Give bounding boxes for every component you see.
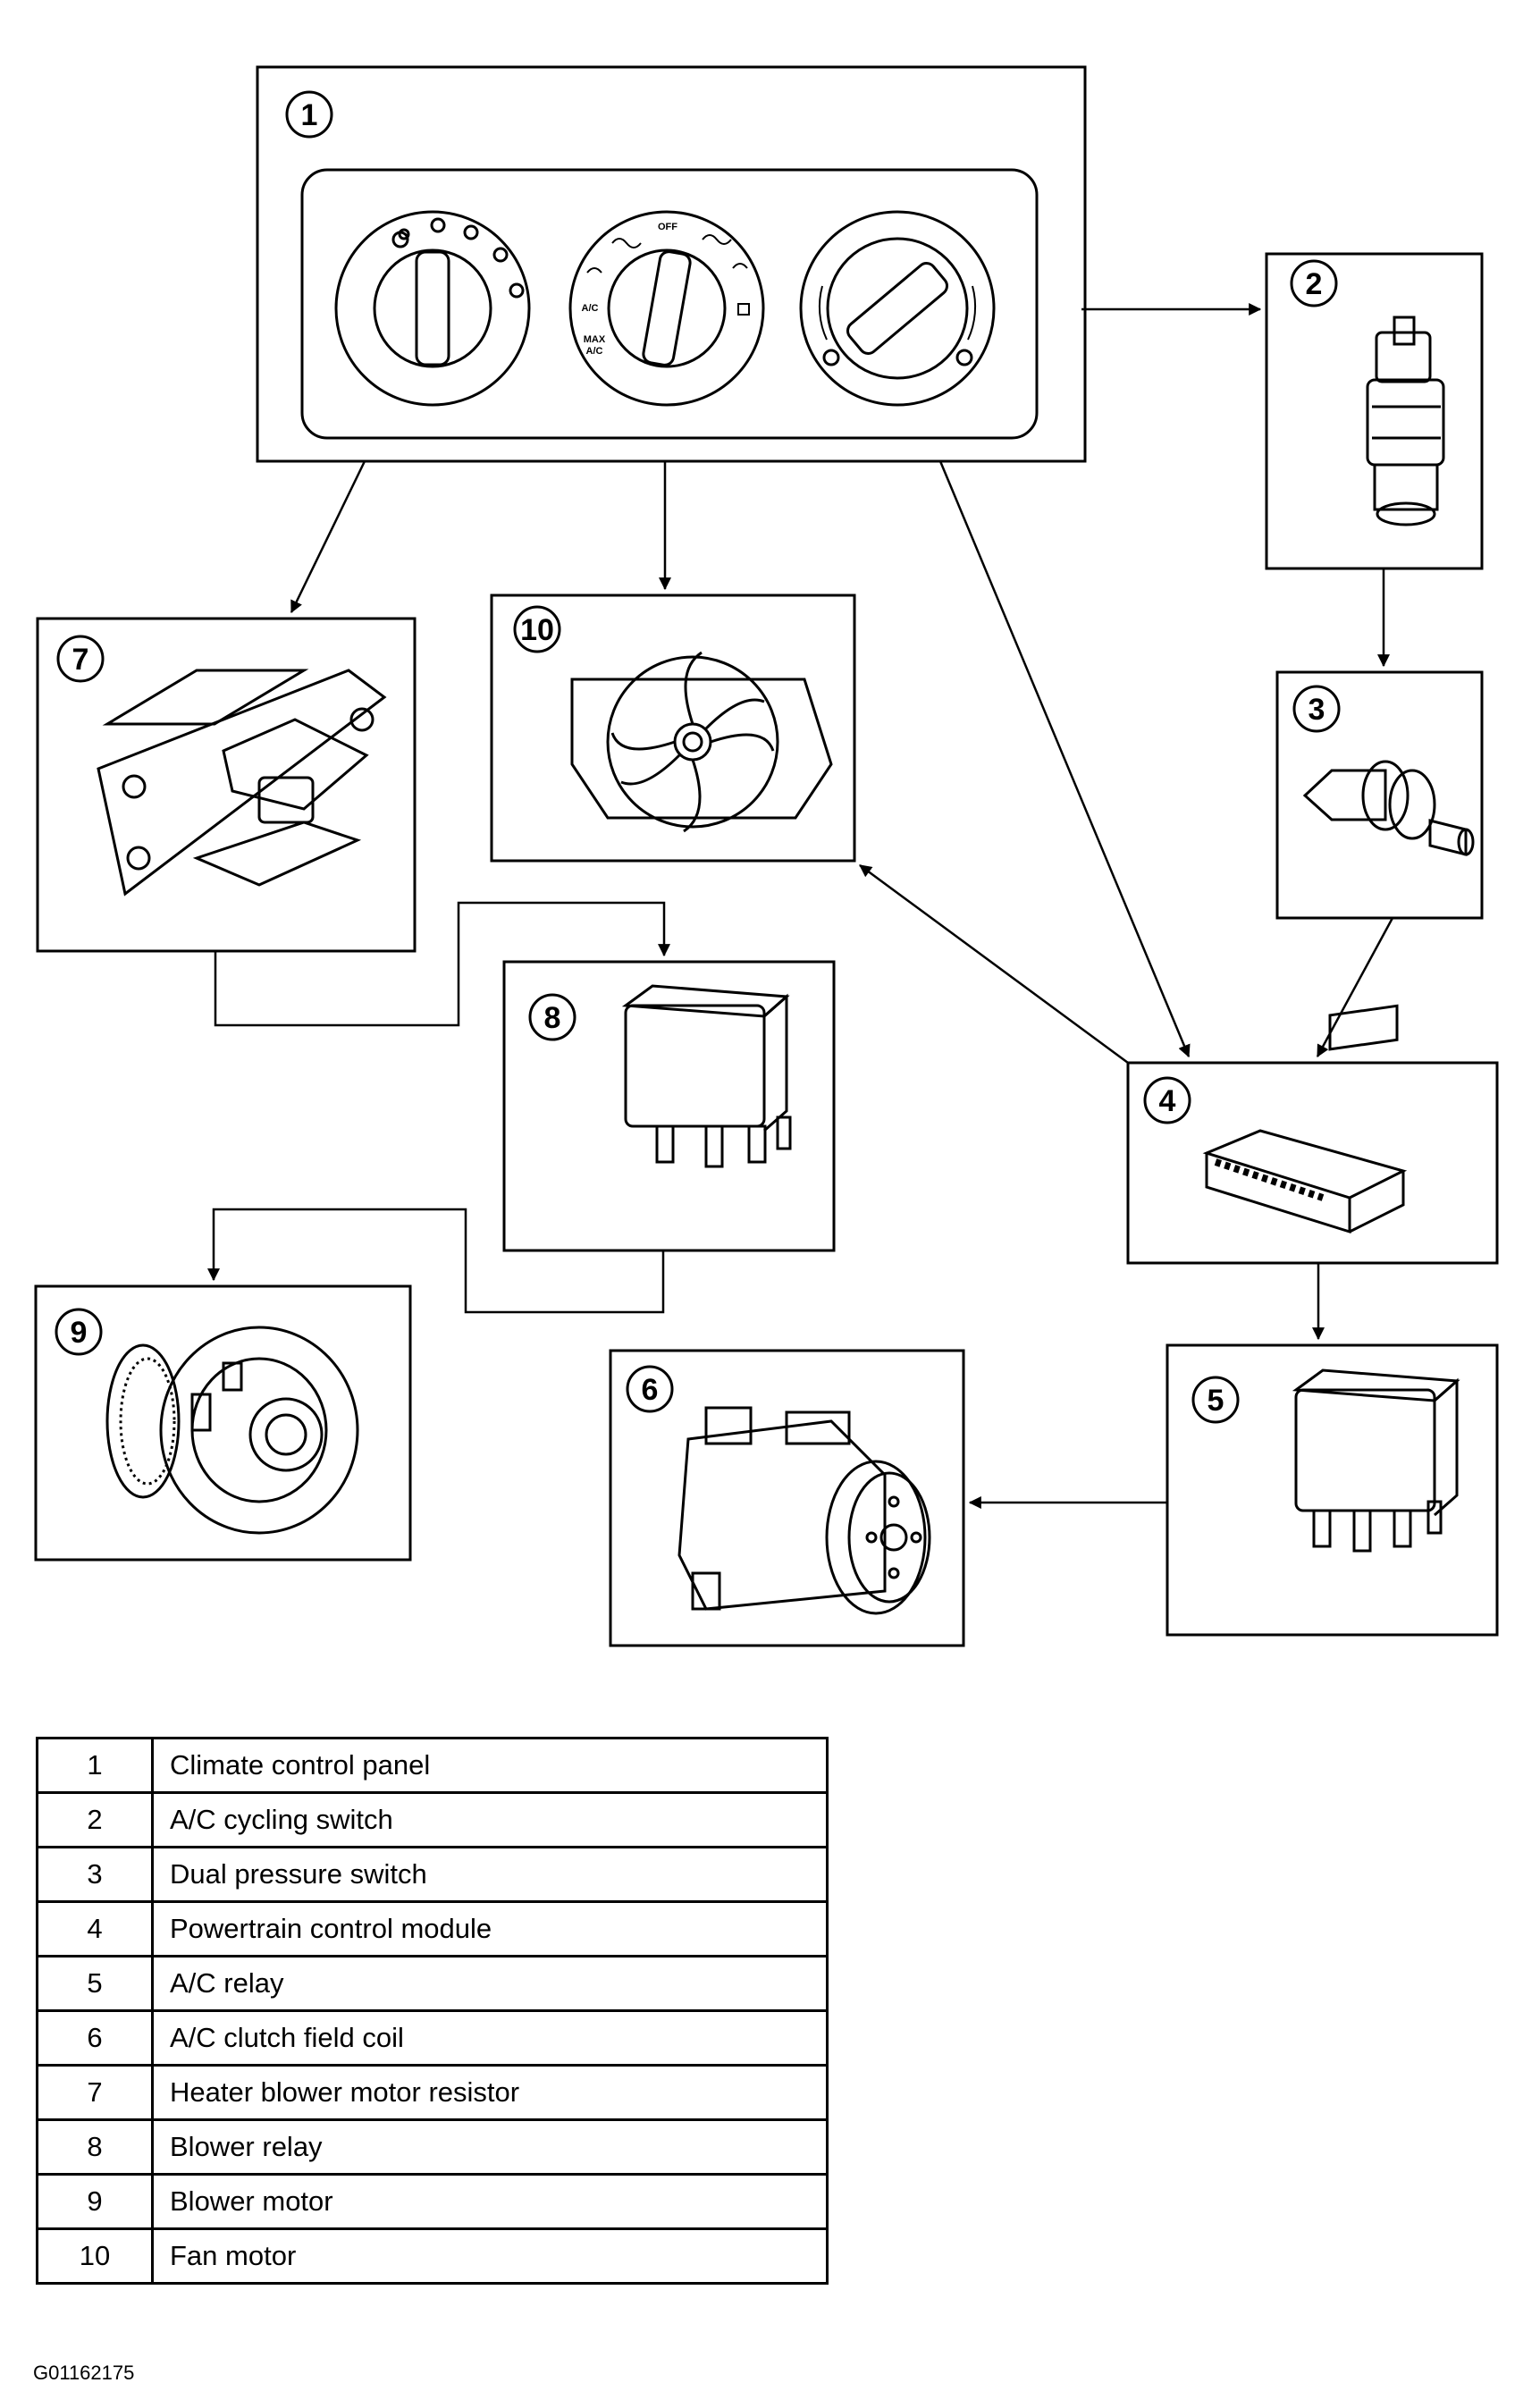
callout-number: 2	[1306, 267, 1323, 301]
relay-icon	[1292, 1368, 1460, 1553]
legend-description: Fan motor	[151, 2227, 829, 2285]
relay-icon	[621, 984, 792, 1168]
legend-number: 6	[36, 2009, 154, 2067]
component-box-1: 1 OFF A/C	[256, 65, 1087, 463]
panel-label-max-ac: A/C	[586, 346, 603, 357]
callout-number: 6	[642, 1373, 659, 1407]
component-box-8: 8	[502, 960, 836, 1252]
callout-number: 8	[544, 1001, 561, 1035]
callout-4	[1143, 1076, 1191, 1124]
panel-label-off: OFF	[658, 222, 677, 232]
legend-number: 1	[36, 1737, 154, 1794]
ac-compressor-clutch-icon	[677, 1406, 931, 1615]
legend-number: 8	[36, 2118, 154, 2176]
legend-number: 10	[36, 2227, 154, 2285]
callout-9	[55, 1308, 103, 1356]
ac-cycling-switch-icon	[1366, 316, 1445, 526]
wire-8-to-9	[207, 1208, 665, 1314]
legend-description: Dual pressure switch	[151, 1846, 829, 1903]
callout-7	[56, 635, 105, 683]
figure-id: G01162175	[33, 2362, 135, 2384]
legend-description: Blower relay	[151, 2118, 829, 2176]
callout-number: 10	[520, 613, 554, 647]
callout-number: 9	[71, 1316, 88, 1350]
component-box-7: 7	[36, 617, 417, 953]
climate-control-panel-icon	[300, 168, 1039, 440]
component-box-5: 5	[1166, 1343, 1499, 1637]
component-box-10: 10	[490, 594, 856, 863]
arrow-4-to-10	[859, 863, 1129, 1065]
legend-description: Blower motor	[151, 2173, 829, 2230]
callout-number: 1	[301, 98, 318, 132]
callout-5	[1191, 1376, 1240, 1424]
legend-description: Powertrain control module	[151, 1900, 829, 1958]
arrow-3-to-4	[1316, 917, 1394, 1058]
wire-7-to-8	[214, 901, 670, 1027]
callout-number: 3	[1309, 693, 1325, 727]
callout-10	[513, 605, 561, 653]
callout-3	[1292, 685, 1341, 733]
component-box-4: 4	[1126, 1004, 1499, 1265]
panel-label-max: MAX	[584, 334, 606, 345]
legend-number: 5	[36, 1955, 154, 2012]
callout-2	[1290, 259, 1338, 307]
blower-motor-icon	[105, 1326, 359, 1535]
panel-label-ac: A/C	[582, 303, 599, 314]
component-diagram: 1 OFF A/C	[34, 65, 1499, 1647]
blower-motor-resistor-icon	[97, 669, 387, 897]
legend-number: 2	[36, 1791, 154, 1848]
powertrain-control-module-icon	[1202, 1004, 1408, 1234]
component-box-6: 6	[609, 1349, 965, 1647]
legend-number: 3	[36, 1846, 154, 1903]
legend-number: 4	[36, 1900, 154, 1958]
dual-pressure-switch-icon	[1302, 760, 1475, 856]
callout-1	[285, 90, 333, 139]
legend-description: A/C clutch field coil	[151, 2009, 829, 2067]
legend-description: A/C cycling switch	[151, 1791, 829, 1848]
arrow-1-to-7	[290, 460, 366, 614]
callout-number: 5	[1208, 1384, 1224, 1418]
arrow-1-to-4	[938, 460, 1191, 1058]
cooling-fan-icon	[570, 651, 833, 833]
legend-description: Heater blower motor resistor	[151, 2064, 829, 2121]
legend-description: Climate control panel	[151, 1737, 829, 1794]
callout-number: 4	[1159, 1084, 1176, 1118]
legend-number: 7	[36, 2064, 154, 2121]
legend-number: 9	[36, 2173, 154, 2230]
callout-number: 7	[72, 643, 89, 677]
callout-8	[528, 993, 576, 1041]
component-box-3: 3	[1275, 670, 1484, 920]
callout-6	[626, 1365, 674, 1413]
connectors	[207, 303, 1394, 1509]
component-box-2: 2	[1265, 252, 1484, 570]
legend-description: A/C relay	[151, 1955, 829, 2012]
component-box-9: 9	[34, 1284, 412, 1562]
